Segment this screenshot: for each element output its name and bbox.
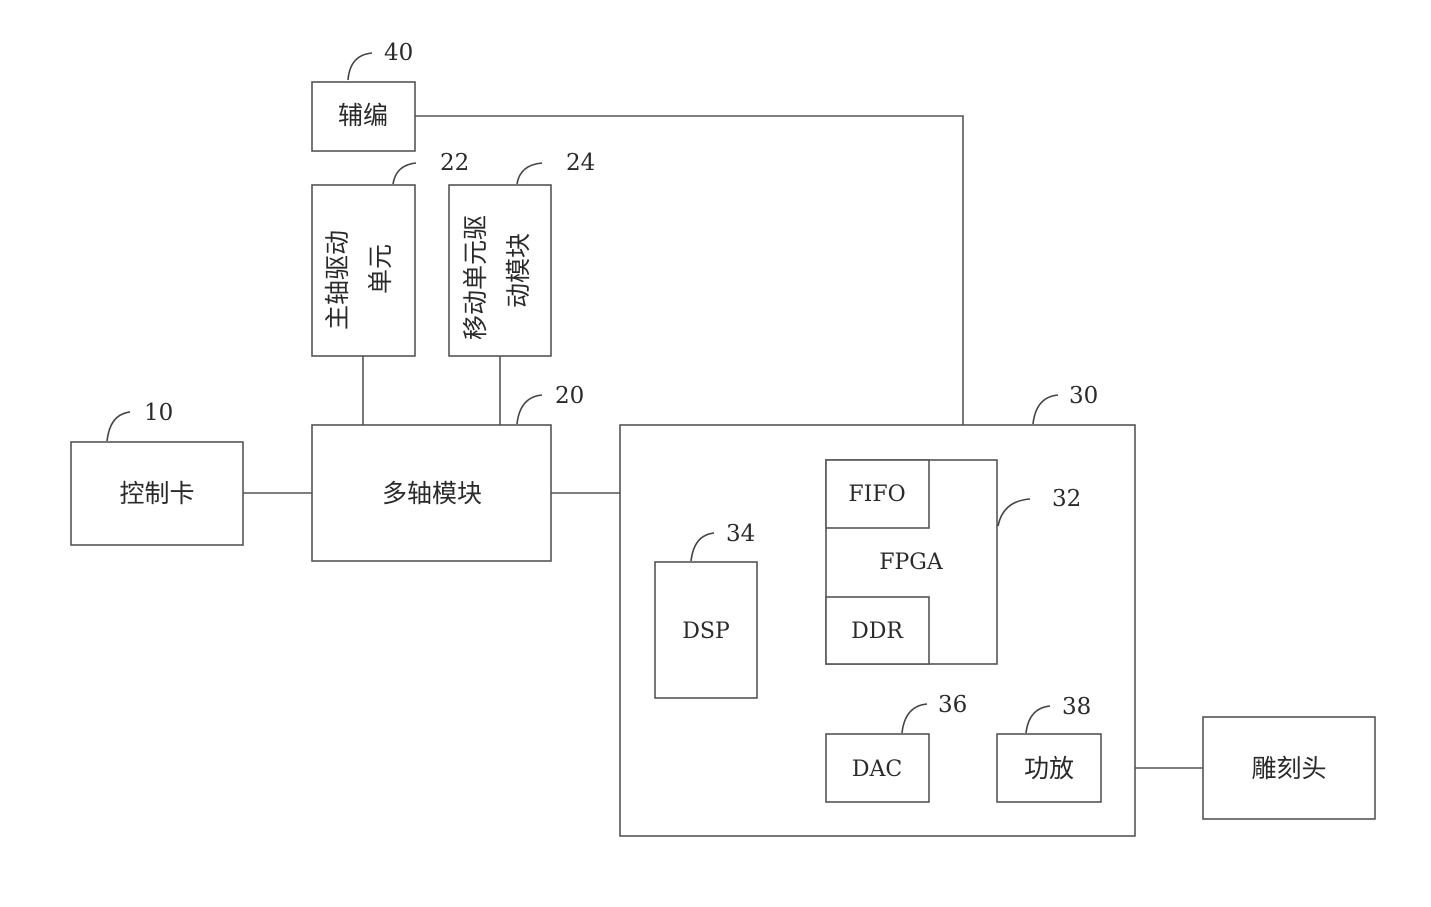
- ref-leader-32: [997, 498, 1031, 527]
- dsp-label: DSP: [682, 619, 730, 644]
- ref-36: 36: [938, 692, 967, 718]
- ref-38: 38: [1062, 694, 1091, 720]
- engraving-head-label: 雕刻头: [1251, 754, 1326, 783]
- amp-block: 功放: [996, 733, 1102, 803]
- dac-block: DAC: [825, 733, 930, 803]
- spindle-drive-block: 主轴驱动 单元: [311, 184, 416, 357]
- ddr-block: DDR: [825, 596, 930, 665]
- fpga-label: FPGA: [879, 550, 944, 575]
- spindle-label-col1: 主轴驱动: [323, 230, 352, 330]
- ref-leader-20: [516, 394, 543, 425]
- dac-label: DAC: [852, 757, 902, 782]
- multi-axis-label: 多轴模块: [382, 479, 482, 508]
- control-card-label: 控制卡: [119, 479, 194, 508]
- ref-leader-22: [392, 162, 417, 185]
- engraving-head-block: 雕刻头: [1202, 716, 1376, 820]
- ref-leader-10: [106, 411, 131, 442]
- ref-leader-40: [347, 52, 373, 81]
- ref-32: 32: [1052, 486, 1081, 512]
- mover-drive-block: 移动单元驱 动模块: [448, 184, 552, 357]
- multi-axis-block: 多轴模块: [311, 424, 552, 562]
- ref-20: 20: [555, 383, 584, 409]
- ref-40: 40: [384, 40, 413, 66]
- ref-22: 22: [440, 150, 469, 176]
- ref-10: 10: [144, 400, 173, 426]
- control-card-block: 控制卡: [70, 441, 244, 546]
- aux-label: 辅编: [338, 101, 388, 130]
- ddr-label: DDR: [851, 619, 904, 644]
- ref-34: 34: [726, 521, 755, 547]
- dsp-block: DSP: [654, 561, 758, 699]
- ref-leader-24: [516, 162, 543, 185]
- fifo-block: FIFO: [825, 459, 930, 529]
- mover-label-col2: 动模块: [504, 233, 533, 308]
- ref-30: 30: [1069, 383, 1098, 409]
- amp-label: 功放: [1024, 754, 1074, 783]
- ref-leader-36: [901, 703, 928, 734]
- spindle-label-col2: 单元: [366, 244, 395, 294]
- mover-label-col1: 移动单元驱: [461, 215, 490, 340]
- ref-24: 24: [566, 150, 595, 176]
- ref-leader-38: [1025, 705, 1051, 734]
- aux-block: 辅编: [311, 81, 416, 152]
- ref-leader-30: [1032, 394, 1059, 425]
- fifo-label: FIFO: [848, 482, 905, 507]
- ref-leader-34: [690, 532, 715, 562]
- wire-aux-to-fifo: [415, 115, 964, 460]
